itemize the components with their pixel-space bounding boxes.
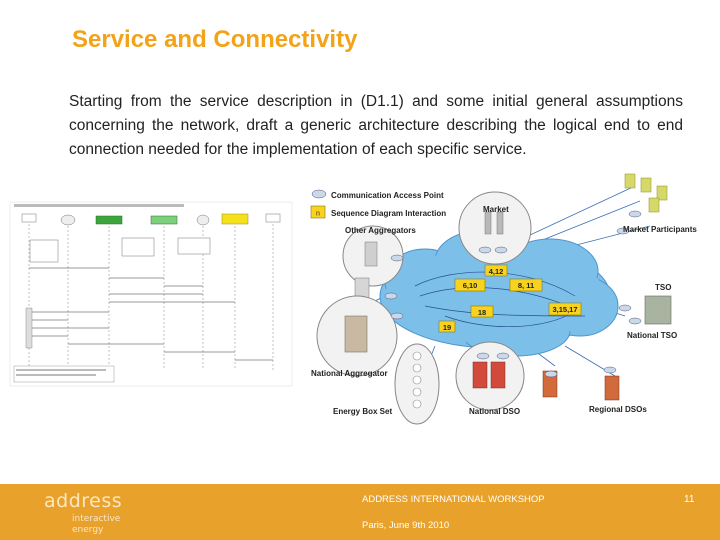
tag-3-15-17: 3,15,17	[552, 305, 577, 314]
market-node	[458, 191, 532, 265]
sequence-diagram-image	[9, 201, 293, 387]
label-national-dso: National DSO	[469, 407, 520, 416]
legend-number-label: n	[316, 211, 320, 218]
tag-6-10: 6,10	[463, 281, 478, 290]
logo-tagline-energy: energy	[72, 525, 104, 535]
slide-body-text: Starting from the service description in…	[69, 93, 683, 158]
workshop-name: ADDRESS INTERNATIONAL WORKSHOP	[362, 494, 545, 505]
label-energy-box-set: Energy Box Set	[333, 407, 392, 416]
legend-communication-access-point: Communication Access Point	[331, 191, 444, 200]
address-logo: address	[44, 490, 123, 512]
label-national-tso: National TSO	[627, 331, 677, 340]
label-other-aggregators: Other Aggregators	[345, 226, 416, 235]
logo-tagline-interactive: interactive	[72, 514, 121, 524]
tag-8-11: 8, 11	[518, 281, 534, 290]
tag-18: 18	[478, 308, 486, 317]
footer-bar: address interactive energy ADDRESS INTER…	[0, 484, 720, 540]
slide-title: Service and Connectivity	[72, 26, 358, 53]
label-tso: TSO	[655, 283, 671, 292]
page-number: 11	[684, 494, 695, 505]
network-architecture-diagram: n Communication Access Point Sequence Di…	[310, 173, 697, 425]
label-market-participants: Market Participants	[623, 225, 697, 234]
label-national-aggregator: National Aggregator	[311, 369, 388, 378]
tag-4-12: 4,12	[489, 267, 504, 276]
tag-19: 19	[443, 323, 451, 332]
label-market: Market	[483, 205, 509, 214]
label-regional-dsos: Regional DSOs	[589, 405, 647, 414]
national-dso-node	[455, 341, 525, 411]
workshop-date: Paris, June 9th 2010	[362, 520, 450, 531]
legend-sequence-diagram-interaction: Sequence Diagram Interaction	[331, 209, 446, 218]
